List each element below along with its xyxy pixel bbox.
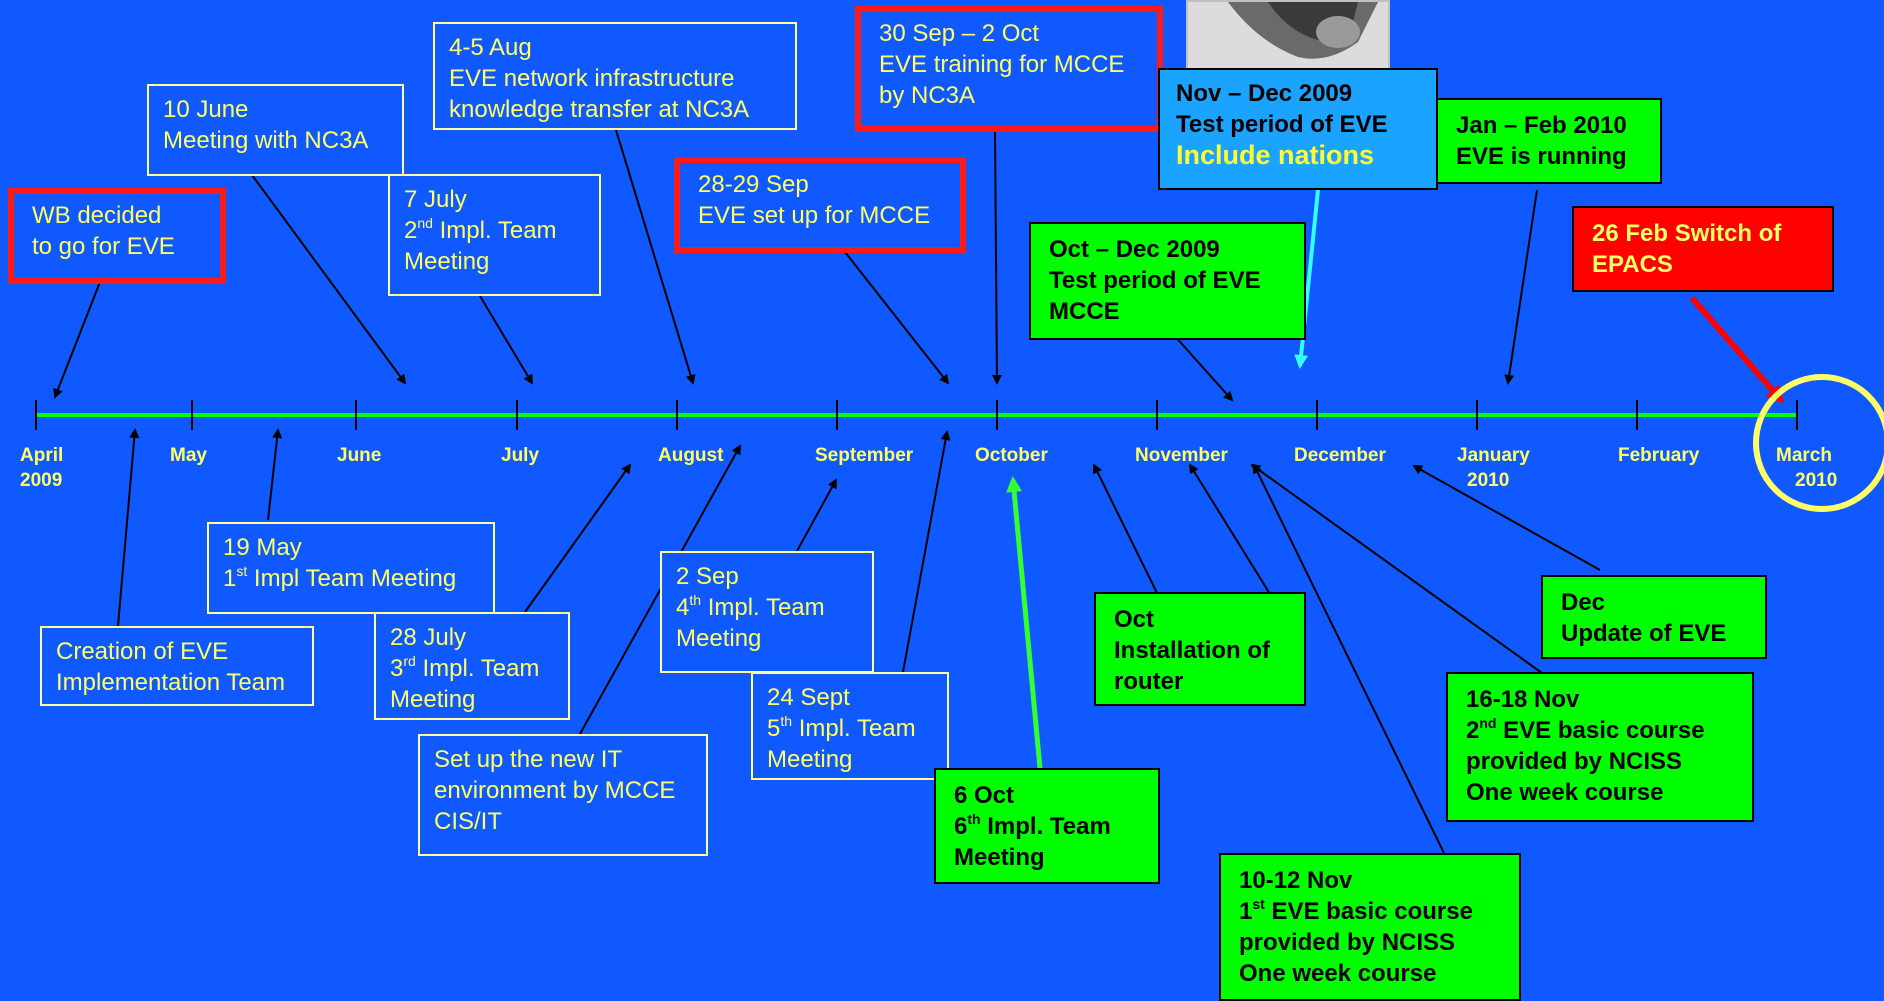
month-december: December	[1294, 445, 1386, 466]
timeline-ticks	[35, 400, 1798, 430]
photo-image	[1186, 0, 1390, 70]
event-28-july: 28 July 3rd Impl. Team Meeting	[374, 612, 570, 720]
month-october: October	[975, 445, 1048, 466]
month-november: November	[1135, 445, 1228, 466]
event-24-sept: 24 Sept 5th Impl. Team Meeting	[751, 672, 949, 780]
month-july: July	[501, 445, 540, 466]
event-6-oct: 6 Oct 6th Impl. Team Meeting	[934, 768, 1160, 884]
month-june: June	[337, 445, 382, 466]
month-february: February	[1618, 445, 1700, 466]
month-august: August	[658, 445, 724, 466]
event-7-july: 7 July 2nd Impl. Team Meeting	[388, 174, 601, 296]
event-16-18-nov: 16-18 Nov 2nd EVE basic course provided …	[1446, 672, 1754, 822]
event-19-may: 19 May 1st Impl Team Meeting	[207, 522, 495, 614]
month-may: May	[170, 445, 207, 466]
event-2-sep: 2 Sep 4th Impl. Team Meeting	[660, 551, 874, 673]
event-10-12-nov: 10-12 Nov 1st EVE basic course provided …	[1219, 853, 1521, 1001]
month-september: September	[815, 445, 914, 466]
